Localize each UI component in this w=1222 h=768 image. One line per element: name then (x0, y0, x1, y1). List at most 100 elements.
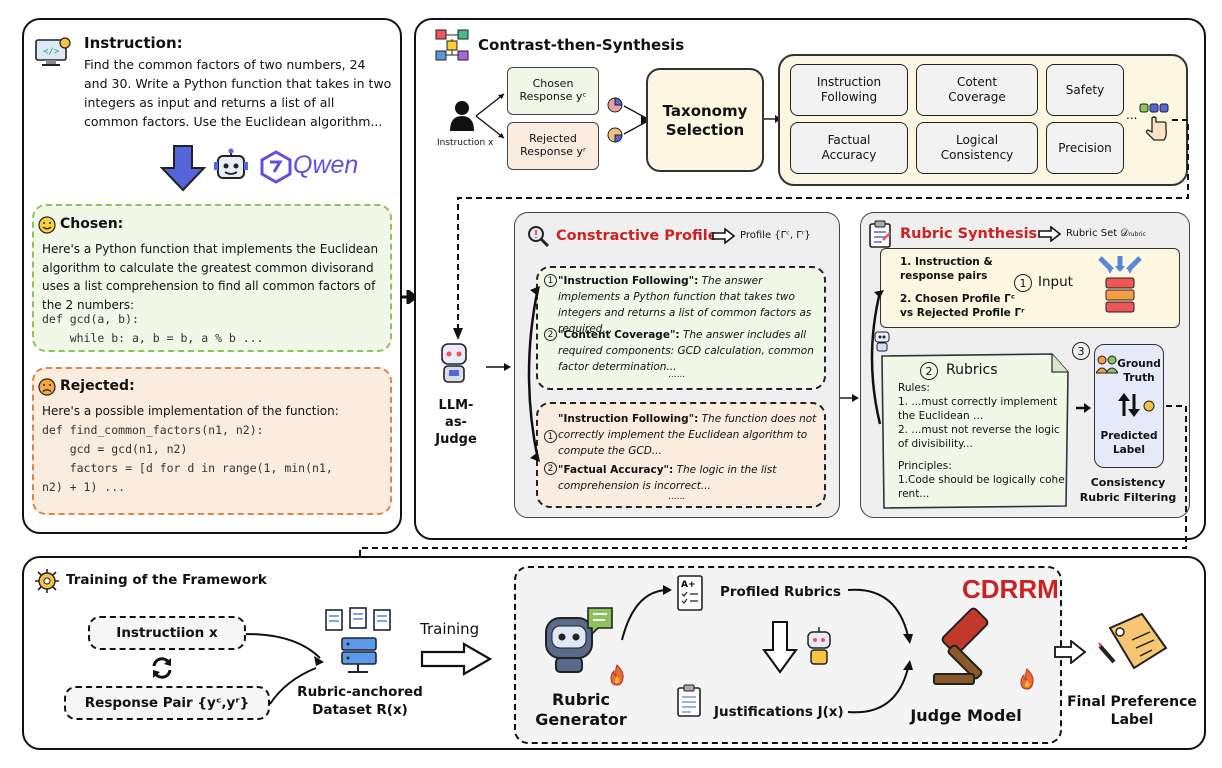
taxonomy-grid-icon (435, 29, 469, 61)
rejected-code-3: factors = [d for d in range(1, min(n1, (42, 461, 333, 475)
curve-arrow (847, 588, 913, 714)
predicted-label-line1: Predicted (1100, 430, 1158, 442)
pie-chart-icon (607, 97, 623, 113)
input-line4: vs Rejected Profile Γʳ (900, 307, 1025, 319)
tags-ellipsis: ... (1126, 108, 1138, 122)
hand-pointer-icon (1139, 103, 1169, 141)
profile-output: Profile {Γᶜ, Γʳ} (740, 230, 811, 241)
num-circle-2: 2 (544, 462, 557, 475)
rule-2b: of divisibility... (898, 438, 973, 450)
refresh-icon (152, 657, 172, 679)
generator-label-line2: Generator (535, 710, 627, 729)
hollow-down-arrow (762, 621, 798, 674)
merge-arrows (623, 105, 648, 135)
principle-1a: 1.Code should be logically cohe (898, 474, 1065, 486)
input-line1: 1. Instruction & (900, 256, 993, 268)
rubrics-paper (881, 353, 1069, 509)
clipboard-icon (869, 220, 891, 248)
small-robot-icon (807, 627, 831, 665)
filter-label-line1: Consistency (1090, 476, 1166, 489)
database-icon (1098, 256, 1142, 313)
frown-icon (38, 378, 56, 396)
ground-truth-line2: Truth (1123, 372, 1155, 384)
chosen-code-2: while b: a, b = b, a % b ... (42, 331, 264, 345)
tag-content-coverage: Cotent Coverage (916, 64, 1038, 116)
arrow-right (1076, 403, 1091, 413)
dataset-server-icon (325, 607, 391, 673)
fork-arrows (475, 93, 505, 139)
pie-chart-icon (607, 127, 623, 143)
rejected-response-line2: Response yʳ (520, 145, 586, 158)
rejected-response-box: Rejected Response yʳ (507, 122, 599, 170)
judge-robot-icon (441, 343, 467, 383)
rejected-text: Here's a possible implementation of the … (42, 404, 339, 418)
input-label: Input (1038, 274, 1073, 290)
hollow-arrow-icon (420, 642, 492, 676)
taxonomy-box (646, 68, 764, 172)
num-circle-1: 1 (544, 430, 557, 443)
rubric-output: Rubric Set 𝒟rubric (1066, 228, 1146, 239)
hollow-arrow-icon (1054, 640, 1086, 664)
chosen-response-box: Chosen Response yᶜ (507, 67, 599, 115)
judge-line2: as- (445, 415, 467, 430)
arrow-right (840, 394, 859, 402)
rubrics-label: Rubrics (946, 362, 998, 378)
gavel-icon (933, 607, 989, 685)
rubric-title: Rubric Synthesis (900, 226, 1038, 242)
generator-robot-icon (545, 607, 613, 673)
rule-1b: the Euclidean ... (898, 410, 984, 422)
robot-icon (214, 148, 248, 179)
rejected-profile-text-2: The logic in the list comprehension is i… (558, 464, 777, 492)
taxonomy-line1: Taxonomy (662, 102, 748, 120)
judge-line1: LLM- (438, 398, 474, 413)
hollow-arrow-icon (712, 228, 736, 244)
rejected-profile-box (536, 402, 826, 508)
rejected-code-1: def find_common_factors(n1, n2): (42, 423, 264, 437)
chosen-profile-label-1: "Instruction Following": (558, 275, 699, 287)
rejected-profile-item-2: "Factual Accuracy": The logic in the lis… (558, 462, 820, 494)
rubrics-num-circle: 2 (920, 362, 938, 380)
rules-label: Rules: (898, 382, 930, 394)
gear-bulb-icon (35, 569, 59, 593)
num-circle-2: 2 (544, 328, 557, 341)
tag-logical-consistency: Logical Consistency (916, 122, 1038, 174)
training-pair-box: Response Pair {yᶜ,yʳ} (64, 686, 270, 720)
svg-text:A+: A+ (681, 580, 696, 590)
small-robot-icon (874, 331, 890, 352)
curved-arrow (527, 286, 540, 462)
rejected-code-4: n2) + 1) ... (42, 480, 126, 494)
rule-2a: 2. ...must not reverse the logic (898, 424, 1060, 436)
chosen-response-line2: Response yᶜ (519, 90, 587, 103)
panel-connector-arrow (400, 290, 418, 304)
rejected-profile-label-2: "Factual Accuracy": (558, 464, 674, 476)
chosen-response-line1: Chosen (532, 77, 574, 90)
rejected-profile-text-1: The function does not correctly implemen… (558, 413, 817, 457)
final-label-line1: Final Preference (1067, 694, 1197, 710)
tag-safety: Safety (1046, 64, 1124, 116)
fire-icon (610, 664, 624, 686)
chosen-title: Chosen: (60, 216, 124, 232)
document-icon (677, 684, 701, 717)
merge-curves (246, 633, 324, 705)
chosen-code-1: def gcd(a, b): (42, 312, 139, 326)
filter-label-line2: Rubric Filtering (1079, 491, 1177, 504)
rejected-response-line1: Rejected (529, 132, 577, 145)
taxonomy-line2: Selection (665, 121, 745, 139)
chosen-profile-label-2: "Content Coverage": (558, 329, 680, 341)
input-line3: 2. Chosen Profile Γᶜ (900, 293, 1016, 305)
chosen-text: Here's a Python function that implements… (42, 242, 379, 312)
justifications-label: Justifications J(x) (714, 704, 844, 720)
predicted-label-line2: Label (1112, 444, 1145, 456)
ground-truth-line1: Ground (1117, 358, 1161, 370)
tag-instruction-following: Instruction Following (790, 64, 908, 116)
instruction-title: Instruction: (84, 34, 183, 52)
rejected-code-2: gcd = gcd(n1, n2) (42, 442, 188, 456)
fire-icon (1020, 668, 1034, 690)
chosen-box (32, 204, 392, 352)
num-circle-1: 1 (544, 274, 557, 287)
profile-title: Constractive Profile (556, 228, 718, 244)
curved-arrow (870, 290, 884, 425)
rule-1a: 1. ...must correctly implement (898, 396, 1058, 408)
instruction-x-label: Instruction x (437, 138, 494, 148)
training-arrow-label: Training (420, 620, 480, 638)
